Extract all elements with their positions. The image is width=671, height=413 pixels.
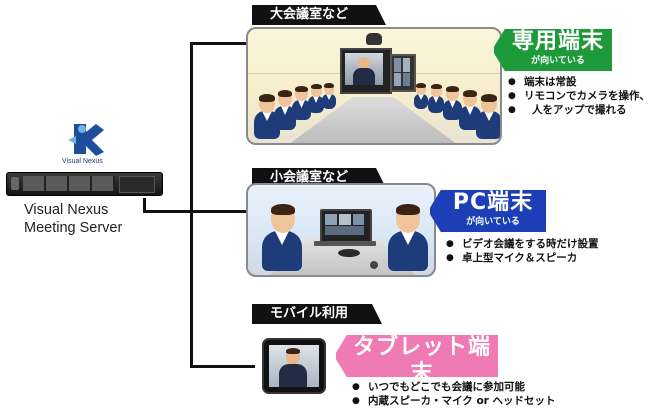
badge-pc-terminal: PC端末 が向いている [428, 188, 548, 234]
connector-small [143, 210, 255, 213]
logo-mark-icon [68, 124, 104, 156]
main-display [340, 48, 392, 94]
bullet-item-continuation: 人をアップで撮れる [508, 103, 650, 117]
tablet-device-image [262, 338, 326, 394]
connector-trunk [190, 42, 193, 368]
speakerphone-icon [338, 249, 360, 257]
badge-sub-text: が向いている [531, 56, 585, 66]
connector-server-stub [143, 198, 146, 212]
server-rack-image [6, 172, 163, 196]
badge-main-text: タブレット端末 [352, 335, 491, 386]
bullet-item: ビデオ会議をする時だけ設置 [446, 237, 599, 251]
badge-main-text: PC端末 [452, 190, 534, 215]
large-room-bullets: 端末は常設 リモコンでカメラを操作、 人をアップで撮れる [508, 75, 650, 117]
bullet-item: 内蔵スピーカ・マイク or ヘッドセット [352, 394, 556, 408]
small-room-panel [246, 183, 436, 277]
bullet-item: 卓上型マイク＆スピーカ [446, 251, 599, 265]
small-room-bullets: ビデオ会議をする時だけ設置 卓上型マイク＆スピーカ [446, 237, 599, 265]
section-tab-mobile: モバイル利用 [252, 304, 382, 324]
visual-nexus-logo: Visual Nexus [52, 120, 122, 170]
mobile-bullets: いつでもどこでも会議に参加可能 内蔵スピーカ・マイク or ヘッドセット [352, 380, 556, 408]
badge-main-text: 専用端末 [511, 29, 604, 54]
badge-dedicated-terminal: 専用端末 が向いている [492, 27, 614, 73]
section-tab-large-room: 大会議室など [252, 5, 386, 25]
ptz-camera-icon [366, 33, 382, 45]
large-room-panel [246, 27, 502, 145]
badge-sub-text: が向いている [466, 217, 520, 227]
bullet-item: いつでもどこでも会議に参加可能 [352, 380, 556, 394]
badge-tablet-terminal: タブレット端末 が向いている [334, 333, 500, 379]
server-label-line2: Meeting Server [24, 220, 123, 236]
sub-display [390, 54, 416, 92]
connector-mobile [190, 365, 255, 368]
bullet-item: リモコンでカメラを操作、 [508, 89, 650, 103]
webcam-icon [370, 261, 378, 269]
logo-text: Visual Nexus [62, 158, 103, 165]
bullet-item: 端末は常設 [508, 75, 650, 89]
server-label-line1: Visual Nexus [24, 202, 109, 218]
laptop-pc-icon [320, 209, 372, 243]
